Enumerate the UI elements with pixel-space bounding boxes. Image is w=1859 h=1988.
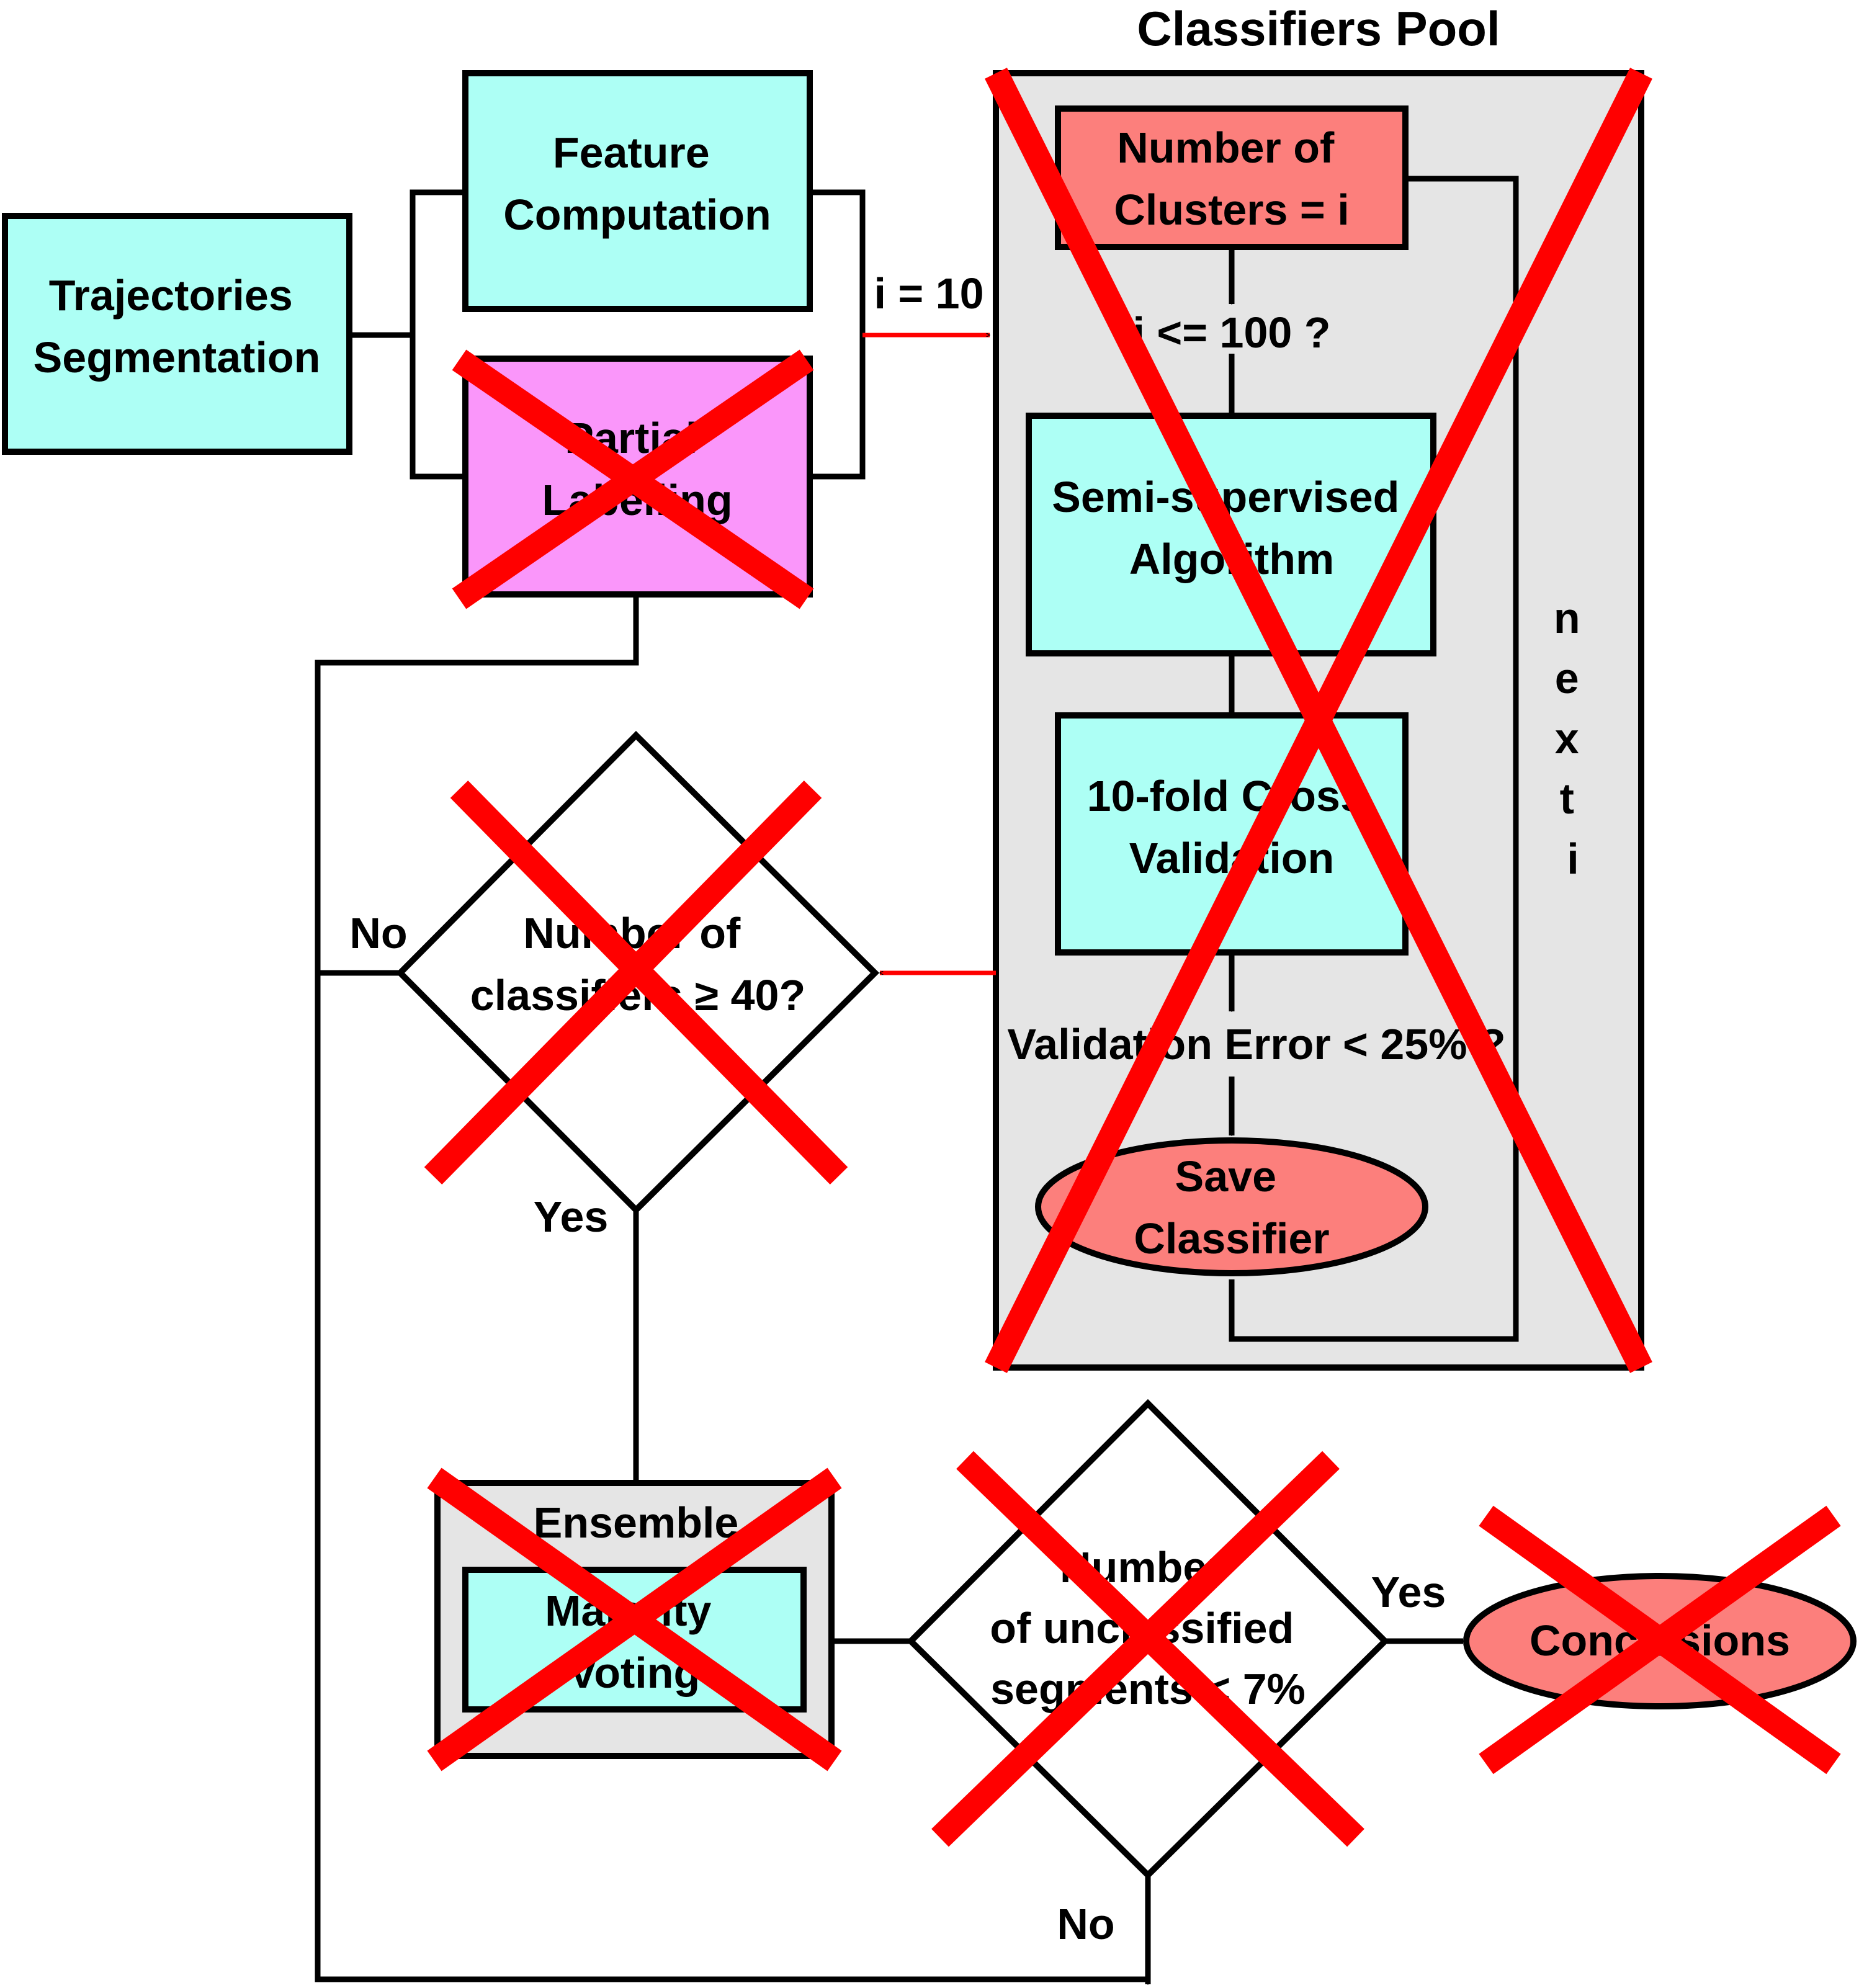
next-i-loop <box>1229 176 1519 1342</box>
ensemble-label: Ensemble <box>534 1498 739 1547</box>
cross-classifiers-pool <box>985 68 1652 1373</box>
next-i-label: n e x t i <box>1554 594 1592 883</box>
cross-conclusions <box>1479 1505 1841 1775</box>
feedback-loop <box>315 597 1148 1982</box>
yes-right-label: Yes <box>1371 1568 1446 1616</box>
right-bracket <box>810 189 866 480</box>
cross-ensemble <box>427 1467 842 1771</box>
no-bottom-label: No <box>1057 1900 1114 1948</box>
yes-down-label: Yes <box>534 1193 609 1241</box>
crossval-label: 10-fold Cross Validation <box>1087 772 1377 882</box>
cross-num-classifiers <box>424 780 848 1185</box>
save-label: Save Classifier <box>1134 1152 1329 1263</box>
trajectories-label: Trajectories Segmentation <box>34 271 321 382</box>
no-left-label: No <box>349 909 407 957</box>
connectors <box>315 176 1519 1984</box>
clusters-label: Number of Clusters = i <box>1114 123 1349 234</box>
pool-title: Classifiers Pool <box>1137 1 1500 56</box>
feature-computation-box: Feature Computation <box>462 70 813 312</box>
validation-check-label: Validation Error < 25% ? <box>1007 1020 1505 1068</box>
i-init-label: i = 10 <box>874 269 983 318</box>
i-check-label: i <= 100 ? <box>1132 308 1330 357</box>
clusters-box: Number of Clusters = i <box>1055 105 1409 250</box>
red-cross-marks <box>424 68 1841 1847</box>
feature-label: Feature Computation <box>503 128 771 239</box>
save-classifier-ellipse: Save Classifier <box>1035 1137 1428 1276</box>
trajectories-segmentation-box: Trajectories Segmentation <box>2 213 352 455</box>
cross-partial-labelling <box>452 349 814 609</box>
left-bracket <box>410 189 465 480</box>
flow-labels: i = 10 i <= 100 ? Validation Error < 25%… <box>349 269 1592 1948</box>
cross-unclassified <box>931 1451 1364 1847</box>
